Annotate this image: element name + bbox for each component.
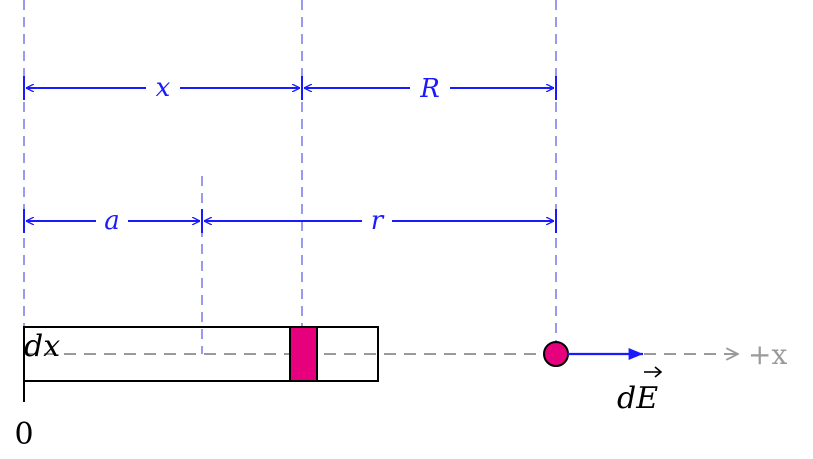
label-dx: dx bbox=[24, 329, 60, 364]
dimension-R: R bbox=[304, 74, 557, 104]
axis-label: +x bbox=[748, 338, 787, 371]
dimension-r: r bbox=[204, 206, 557, 236]
guide-lines bbox=[23, 0, 557, 354]
field-point bbox=[543, 341, 569, 367]
vector-arrow-icon bbox=[644, 366, 663, 378]
label-a: a bbox=[104, 206, 120, 236]
dimension-x: x bbox=[23, 73, 303, 103]
label-x: x bbox=[156, 73, 171, 103]
label-dE: dE bbox=[617, 381, 658, 416]
label-r: r bbox=[371, 206, 385, 236]
charge-element-dx bbox=[289, 326, 318, 382]
label-R: R bbox=[419, 74, 440, 104]
origin-label: 0 bbox=[14, 417, 33, 452]
dimension-a: a bbox=[23, 206, 203, 236]
